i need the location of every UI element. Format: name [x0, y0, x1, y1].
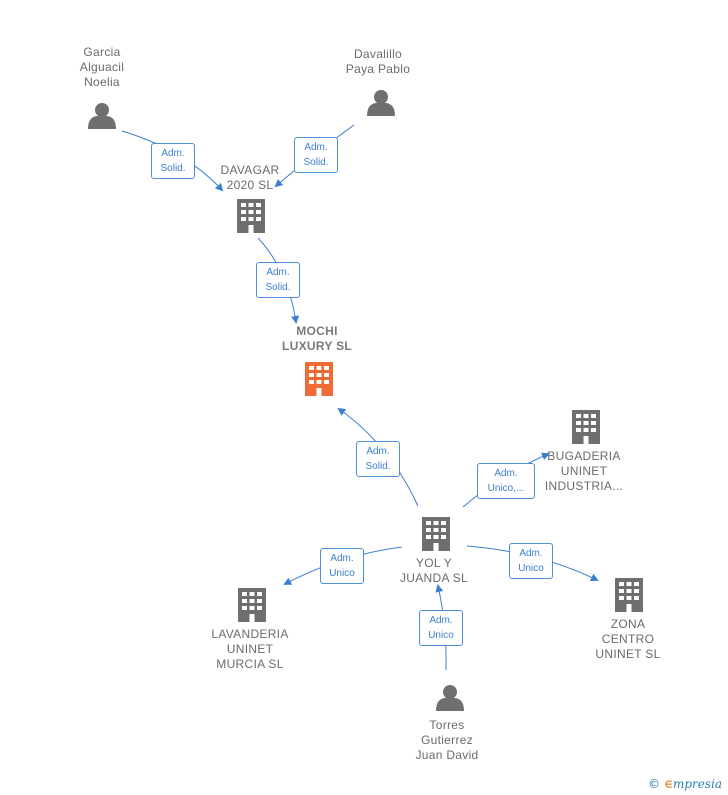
- building-icon[interactable]: [238, 588, 266, 622]
- brand-logo: ©∈mpresia: [648, 777, 722, 791]
- node-label-yol[interactable]: YOL Y JUANDA SL: [399, 556, 469, 585]
- edge-label-torres-yol: Adm. Unico: [419, 610, 463, 646]
- person-icon[interactable]: [367, 90, 395, 116]
- edge-label-garcia-davagar: Adm. Solid.: [151, 143, 195, 179]
- edge-label-yol-lavanderia: Adm. Unico: [320, 548, 364, 584]
- edge-label-yol-zona: Adm. Unico: [509, 543, 553, 579]
- building-icon[interactable]: [305, 362, 333, 396]
- node-label-davagar[interactable]: DAVAGAR 2020 SL: [220, 163, 280, 192]
- node-label-torres[interactable]: Torres Gutierrez Juan David: [415, 718, 479, 762]
- building-icon[interactable]: [237, 199, 265, 233]
- node-label-zona[interactable]: ZONA CENTRO UNINET SL: [595, 617, 661, 661]
- node-label-davalillo[interactable]: Davalillo Paya Pablo: [345, 47, 411, 76]
- node-label-lavanderia[interactable]: LAVANDERIA UNINET MURCIA SL: [211, 627, 289, 671]
- node-label-garcia[interactable]: Garcia Alguacil Noelia: [79, 45, 125, 89]
- edge-label-yol-mochi: Adm. Solid.: [356, 441, 400, 477]
- building-icon[interactable]: [572, 410, 600, 444]
- node-label-mochi[interactable]: MOCHI LUXURY SL: [281, 324, 353, 353]
- building-icon[interactable]: [422, 517, 450, 551]
- building-icon[interactable]: [615, 578, 643, 612]
- person-icon[interactable]: [88, 103, 116, 129]
- edge-label-yol-bugaderia: Adm. Unico,...: [477, 463, 535, 499]
- edge-label-davalillo-davagar: Adm. Solid.: [294, 137, 338, 173]
- copyright-icon: ©: [648, 777, 661, 791]
- edge-label-davagar-mochi: Adm. Solid.: [256, 262, 300, 298]
- person-icon[interactable]: [436, 685, 464, 711]
- node-label-bugaderia[interactable]: BUGADERIA UNINET INDUSTRIA...: [544, 449, 624, 493]
